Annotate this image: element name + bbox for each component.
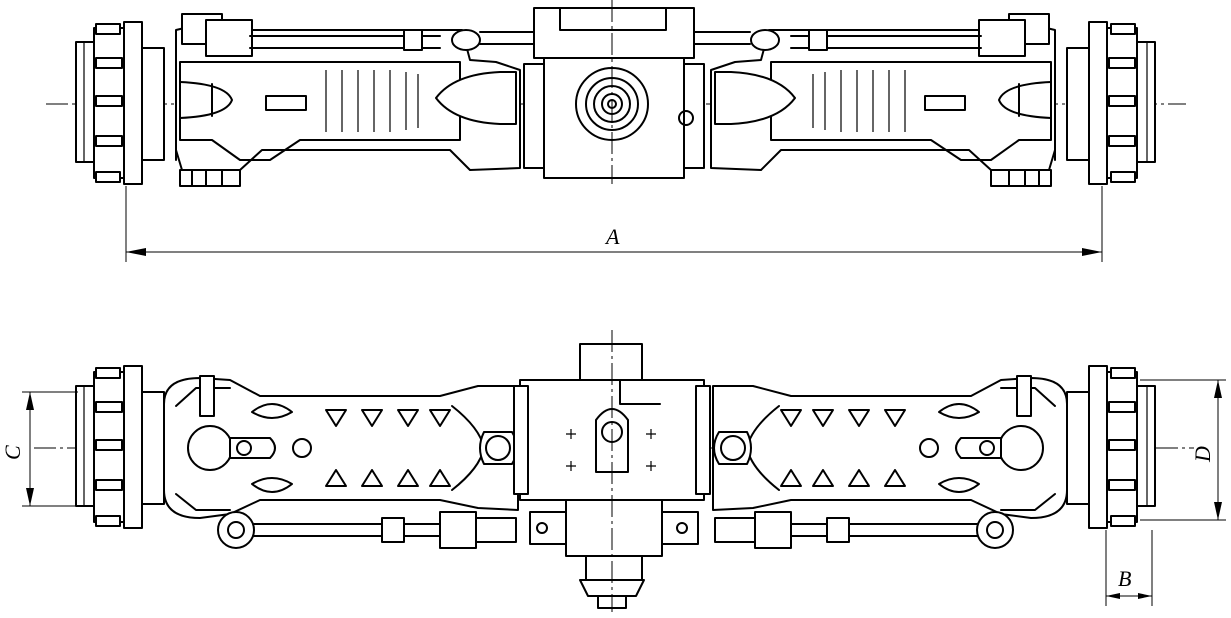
- dimension-d-label: D: [1190, 446, 1215, 463]
- bottom-view: [22, 330, 1226, 612]
- dimension-a-label: A: [604, 224, 620, 249]
- top-view: [46, 0, 1186, 262]
- dimension-c-label: C: [0, 445, 25, 460]
- dimension-b-label: B: [1118, 566, 1131, 591]
